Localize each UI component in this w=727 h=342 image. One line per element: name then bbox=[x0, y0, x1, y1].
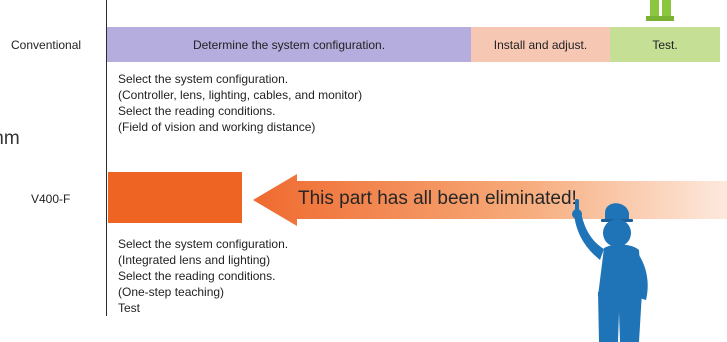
conventional-step: Select the reading conditions. bbox=[118, 104, 276, 118]
row-label-v400: V400-F bbox=[31, 192, 71, 206]
v400-process-bar bbox=[108, 172, 242, 223]
timeline-axis bbox=[106, 0, 107, 316]
conventional-step: Select the system configuration. bbox=[118, 72, 289, 86]
figure-top-legs bbox=[646, 0, 674, 21]
bar-test: Test. bbox=[610, 27, 720, 62]
v400-step: (One-step teaching) bbox=[118, 285, 225, 299]
pointing-person-figure bbox=[572, 199, 648, 342]
v400-step: (Integrated lens and lighting) bbox=[118, 253, 271, 267]
eliminated-callout: This part has all been eliminated! bbox=[298, 188, 577, 209]
bar-install-adjust: Install and adjust. bbox=[471, 27, 610, 62]
cropped-side-text: mm bbox=[0, 128, 20, 149]
v400-step: Select the system configuration. bbox=[118, 237, 289, 251]
bar-determine-configuration-label: Determine the system configuration. bbox=[192, 37, 386, 52]
bar-install-adjust-label: Install and adjust. bbox=[493, 37, 588, 52]
row-label-conventional: Conventional bbox=[11, 38, 82, 52]
bar-determine-configuration: Determine the system configuration. bbox=[107, 27, 471, 62]
conventional-step: (Field of vision and working distance) bbox=[118, 120, 316, 134]
bar-test-label: Test. bbox=[652, 37, 678, 52]
v400-step: Test bbox=[118, 301, 141, 315]
conventional-step: (Controller, lens, lighting, cables, and… bbox=[118, 88, 363, 102]
v400-step: Select the reading conditions. bbox=[118, 269, 276, 283]
